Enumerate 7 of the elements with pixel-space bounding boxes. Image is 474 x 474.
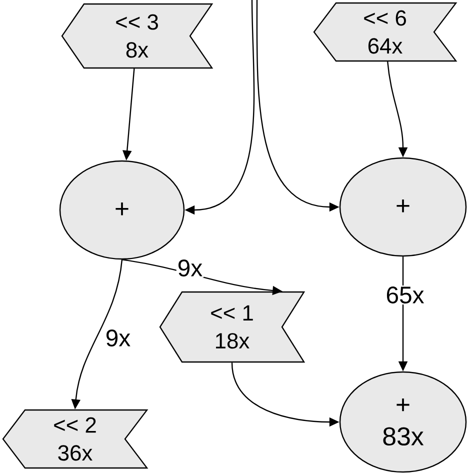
shift-block: << 6 64x [313,2,458,62]
edge-label: 65x [384,286,426,304]
shift-block: << 2 36x [2,409,148,469]
edge-label: 9x [176,258,204,278]
shift-block: << 1 18x [159,291,306,363]
shift-block: << 3 8x [61,3,214,69]
edge-label: 9x [104,328,132,348]
